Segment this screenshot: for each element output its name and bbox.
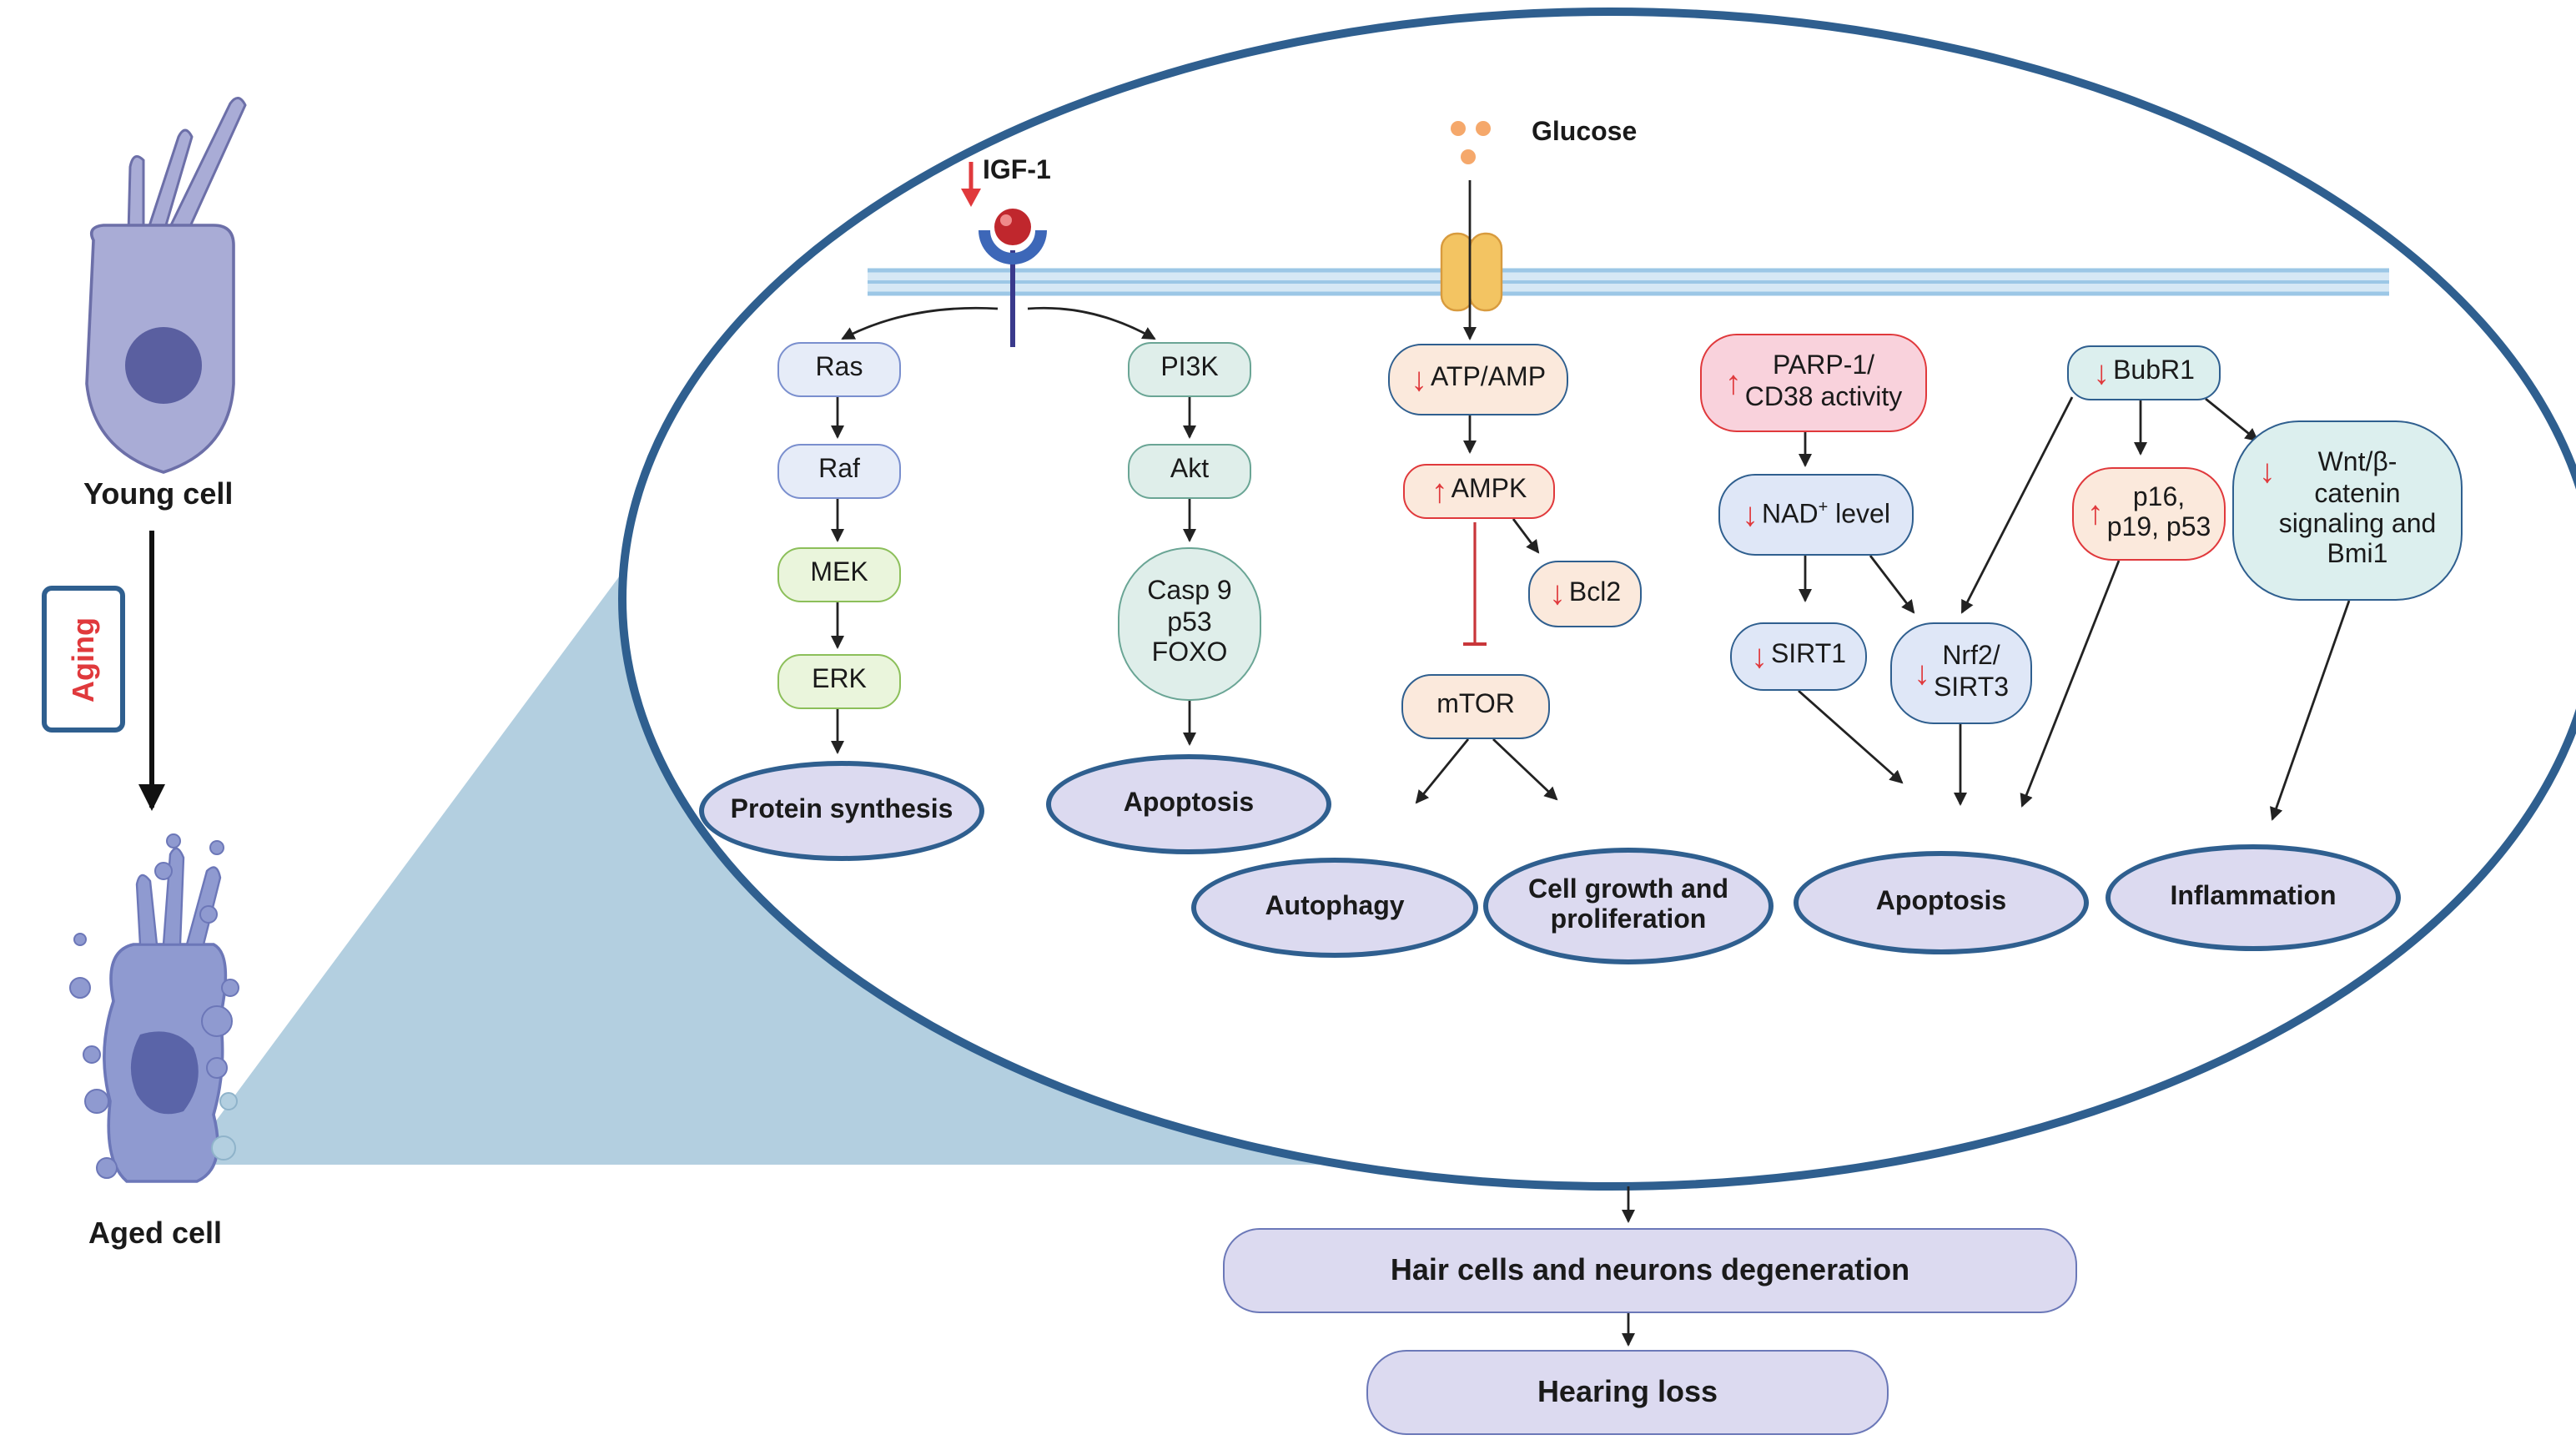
- igf-down-arrow-icon: [961, 162, 981, 207]
- cell-membrane: [868, 268, 2389, 296]
- bubr1-label: BubR1: [2113, 357, 2195, 386]
- inflammation-outcome: Inflammation: [2106, 844, 2401, 951]
- young-cell-label: Young cell: [83, 477, 234, 511]
- aging-label: Aging: [66, 617, 99, 702]
- mtor-node: mTOR: [1401, 674, 1550, 739]
- wnt-line2: catenin: [2314, 480, 2401, 509]
- down-arrow-icon: ↓: [1548, 576, 1566, 612]
- nrf2-line1: Nrf2/: [1942, 642, 2000, 672]
- ras-node: Ras: [777, 342, 901, 397]
- ampk-label: AMPK: [1451, 476, 1527, 505]
- autophagy-outcome: Autophagy: [1191, 858, 1478, 958]
- aged-cell-icon: [69, 833, 239, 1183]
- glucose-transporter-icon: [1440, 232, 1503, 312]
- hearing-loss-bar: Hearing loss: [1366, 1350, 1889, 1435]
- cell-growth-line1: Cell growth and: [1528, 875, 1728, 904]
- atp-amp-label: ATP/AMP: [1430, 364, 1547, 393]
- mek-node: MEK: [777, 547, 901, 602]
- receptor-icon: [979, 209, 1047, 347]
- p16-line2: p19, p53: [2106, 514, 2211, 542]
- nad-level-node: ↓ NAD+ level: [1718, 474, 1914, 556]
- p16-line1: p16,: [2132, 483, 2186, 512]
- down-arrow-icon: ↓: [1410, 361, 1427, 398]
- nad-label: NAD+ level: [1762, 498, 1890, 529]
- sirt1-node: ↓ SIRT1: [1730, 622, 1867, 691]
- p16-p19-p53-node: ↑ p16, p19, p53: [2072, 467, 2226, 561]
- glucose-label: Glucose: [1532, 118, 1638, 147]
- down-arrow-icon: ↓: [1913, 655, 1930, 692]
- pi3k-node: PI3K: [1128, 342, 1251, 397]
- young-cell-icon: [85, 97, 247, 474]
- wnt-bmi1-node: ↓ Wnt/β- catenin signaling and Bmi1: [2232, 420, 2463, 601]
- parp-line2: CD38 activity: [1744, 383, 1903, 411]
- casp9-label: Casp 9: [1147, 577, 1232, 607]
- glucose-molecule-icon: [1451, 121, 1491, 164]
- down-arrow-icon: ↓: [2093, 355, 2111, 391]
- wnt-line1: Wnt/β-: [2317, 449, 2397, 478]
- degeneration-bar: Hair cells and neurons degeneration: [1223, 1228, 2077, 1313]
- bubr1-node: ↓ BubR1: [2067, 345, 2221, 400]
- foxo-label: FOXO: [1151, 639, 1228, 668]
- bcl2-label: Bcl2: [1568, 578, 1622, 607]
- nrf2-sirt3-node: ↓ Nrf2/ SIRT3: [1890, 622, 2032, 724]
- cell-growth-outcome: Cell growth and proliferation: [1483, 848, 1774, 964]
- wnt-line3: signaling and: [2278, 511, 2437, 539]
- protein-synthesis-outcome: Protein synthesis: [699, 761, 984, 861]
- down-arrow-icon: ↓: [2258, 454, 2276, 491]
- apoptosis-outcome-nad: Apoptosis: [1794, 851, 2089, 954]
- nrf2-line2: SIRT3: [1933, 673, 2010, 702]
- bcl2-node: ↓ Bcl2: [1528, 561, 1642, 627]
- casp9-p53-foxo-node: Casp 9 p53 FOXO: [1118, 547, 1261, 701]
- p53-label: p53: [1167, 608, 1212, 637]
- parp-line1: PARP-1/: [1772, 352, 1875, 381]
- aging-badge: Aging: [42, 586, 125, 733]
- parp-cd38-node: ↑ PARP-1/ CD38 activity: [1700, 334, 1927, 432]
- down-arrow-icon: ↓: [1742, 496, 1758, 533]
- raf-node: Raf: [777, 444, 901, 499]
- erk-node: ERK: [777, 654, 901, 709]
- atp-amp-node: ↓ ATP/AMP: [1388, 344, 1568, 415]
- wnt-line4: Bmi1: [2327, 541, 2388, 570]
- aged-cell-label: Aged cell: [88, 1216, 223, 1250]
- up-arrow-icon: ↑: [1431, 473, 1448, 510]
- sirt1-label: SIRT1: [1770, 641, 1847, 670]
- ampk-node: ↑ AMPK: [1403, 464, 1555, 519]
- up-arrow-icon: ↑: [2086, 496, 2104, 532]
- cell-growth-line2: proliferation: [1550, 906, 1707, 934]
- down-arrow-icon: ↓: [1750, 638, 1768, 675]
- igf-label: IGF-1: [983, 157, 1051, 185]
- up-arrow-icon: ↑: [1724, 365, 1742, 401]
- apoptosis-outcome-pi3k: Apoptosis: [1046, 754, 1331, 854]
- akt-node: Akt: [1128, 444, 1251, 499]
